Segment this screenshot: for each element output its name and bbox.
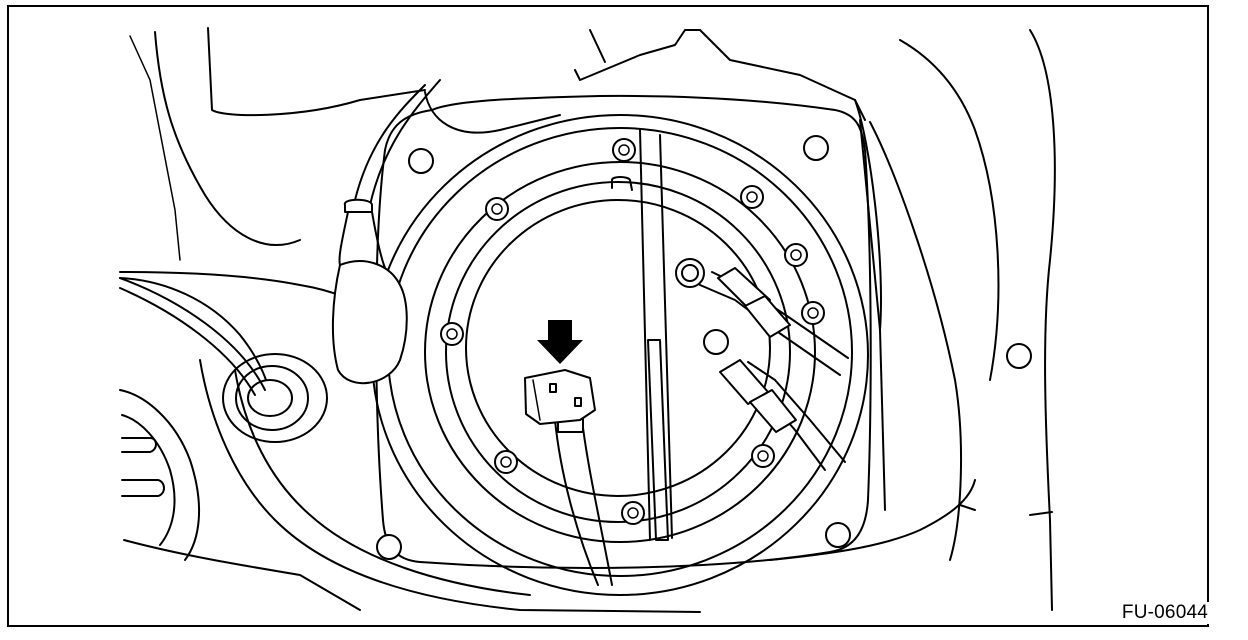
body-panel-outline bbox=[119, 27, 1056, 613]
figure-border bbox=[7, 5, 1209, 627]
connector bbox=[524, 369, 596, 425]
cover-bolts bbox=[440, 138, 825, 525]
fuel-hoses bbox=[699, 267, 849, 471]
cover-notch bbox=[611, 176, 633, 191]
figure-id-label: FU-06044 bbox=[1119, 602, 1210, 624]
harness-boot bbox=[331, 79, 441, 385]
access-cover-rings bbox=[371, 114, 869, 596]
grommet bbox=[119, 277, 328, 443]
plate-holes bbox=[376, 135, 1032, 560]
sender-rail bbox=[639, 129, 673, 541]
down-arrow-icon bbox=[537, 320, 583, 364]
wiring-harness bbox=[554, 417, 613, 586]
